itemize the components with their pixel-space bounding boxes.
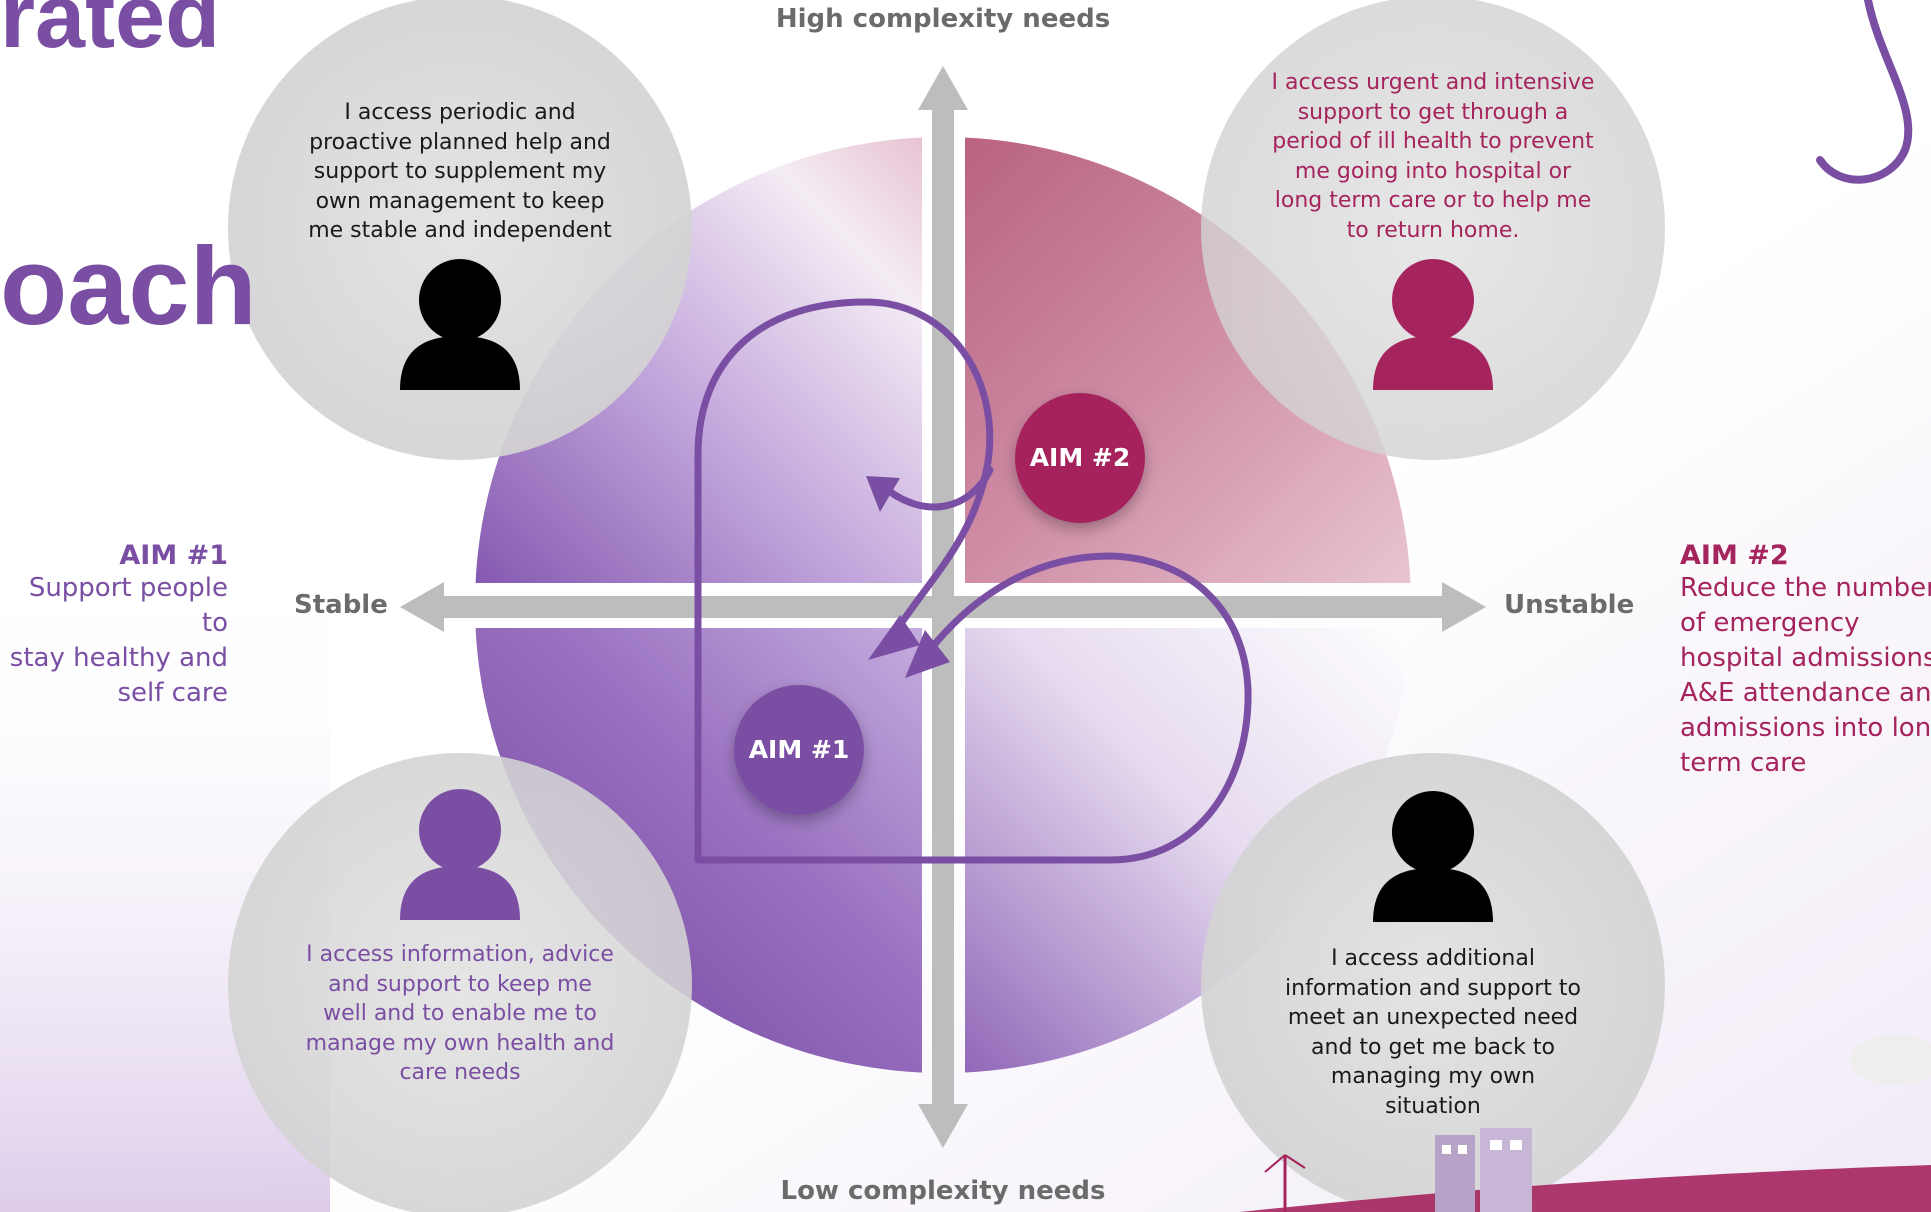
text-line: situation — [1385, 1093, 1481, 1119]
text-line: managing my own — [1330, 1064, 1536, 1089]
person-icon — [1373, 259, 1493, 390]
quadrant-top-left-text: I access periodic and proactive planned … — [290, 98, 630, 246]
text-line: long term care or to help me — [1274, 188, 1592, 213]
person-icon — [1373, 791, 1493, 922]
horizontal-axis — [400, 582, 1486, 632]
text-line: Support people to — [28, 573, 228, 638]
axis-label-top: High complexity needs — [775, 4, 1111, 34]
axis-label-left: Stable — [294, 590, 388, 620]
aim1-description: AIM #1 Support people to stay healthy an… — [0, 540, 228, 711]
text-line: I access periodic and — [344, 100, 576, 125]
flow-arrow-1-icon — [868, 615, 920, 660]
flow-arrow-2-icon — [905, 630, 950, 678]
heading-fragment-top: rated — [0, 0, 221, 67]
text-line: of emergency — [1680, 608, 1860, 638]
cloud-icon — [1850, 1035, 1931, 1085]
text-line: me going into hospital or — [1294, 158, 1572, 184]
text-line: admissions into long — [1680, 713, 1931, 743]
text-line: period of ill health to prevent — [1272, 129, 1594, 154]
text-line: meet an unexpected need — [1287, 1005, 1579, 1030]
quadrant-bottom-right-text: I access additional information and supp… — [1263, 944, 1603, 1121]
aim2-badge — [1015, 393, 1145, 523]
text-line: term care — [1680, 748, 1807, 778]
text-line: hospital admissions; — [1680, 643, 1931, 673]
return-flow-path — [881, 466, 994, 511]
quadrant-bottom-left-text: I access information, advice and support… — [290, 940, 630, 1088]
axis-label-right: Unstable — [1504, 590, 1635, 620]
aim2-description: AIM #2 Reduce the number of emergency ho… — [1680, 540, 1931, 781]
text-line: Reduce the number — [1680, 573, 1931, 603]
text-line: stay healthy and — [9, 643, 228, 673]
axis-arrow-up-icon — [918, 66, 968, 110]
text-line: self care — [117, 678, 228, 708]
text-line: own management to keep — [315, 188, 605, 214]
text-line: me stable and independent — [308, 218, 612, 243]
quadrant-top-left-circle — [228, 0, 692, 460]
text-line: proactive planned help and — [309, 129, 611, 155]
text-line: support to supplement my — [313, 159, 607, 184]
person-icon — [400, 789, 520, 920]
text-line: to return home. — [1346, 217, 1520, 243]
aim2-title: AIM #2 — [1680, 540, 1789, 571]
axis-arrow-left-icon — [400, 582, 444, 632]
heading-fragment-middle: oach — [0, 225, 257, 348]
aim2-badge-label: AIM #2 — [1029, 443, 1131, 472]
axis-arrow-down-icon — [918, 1104, 968, 1148]
axis-label-bottom: Low complexity needs — [780, 1176, 1106, 1206]
text-line: A&E attendance and — [1680, 678, 1931, 708]
aim2-flow-path — [694, 552, 1252, 864]
quadrant-top-right-circle — [1201, 0, 1665, 460]
axis-arrow-right-icon — [1442, 582, 1486, 632]
logo-fragment — [1816, 0, 1913, 184]
aim1-badge-label: AIM #1 — [748, 735, 850, 764]
text-line: I access urgent and intensive — [1271, 70, 1595, 95]
quadrant-bottom-right-circle — [1201, 753, 1665, 1212]
text-line: I access additional — [1331, 946, 1535, 971]
care-flow-loop — [694, 298, 1252, 864]
text-line: I access information, advice — [306, 942, 614, 967]
flow-arrow-3-icon — [866, 476, 900, 512]
text-line: well and to enable me to — [323, 1001, 597, 1026]
aim1-flow-path — [694, 298, 994, 864]
aim1-title: AIM #1 — [119, 540, 228, 571]
text-line: and support to keep me — [328, 971, 592, 997]
text-line: care needs — [399, 1060, 521, 1085]
landscape-decoration — [1240, 1035, 1931, 1212]
text-line: information and support to — [1285, 975, 1581, 1001]
quadrant-top-right-text: I access urgent and intensive support to… — [1258, 68, 1608, 245]
text-line: and to get me back to — [1311, 1034, 1555, 1060]
aim1-badge — [734, 685, 864, 815]
quadrant-bottom-left-circle — [228, 753, 692, 1212]
text-line: manage my own health and — [305, 1030, 615, 1056]
text-line: support to get through a — [1297, 99, 1569, 125]
person-icon — [400, 259, 520, 390]
